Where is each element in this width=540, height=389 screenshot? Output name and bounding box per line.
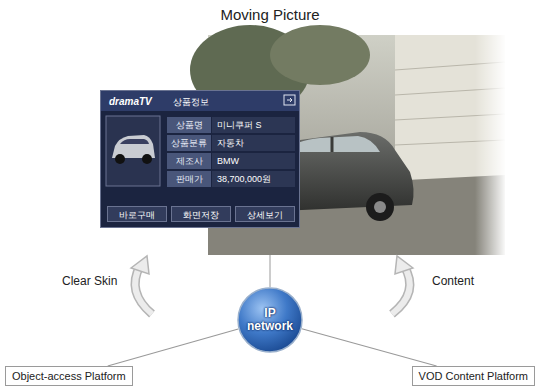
thumbnail-frame bbox=[106, 116, 160, 186]
clear-skin-arrow bbox=[131, 256, 152, 314]
video-frame bbox=[190, 25, 505, 255]
flow-label: Clear Skin bbox=[62, 274, 117, 288]
network-circle: IP network bbox=[237, 287, 303, 353]
info-panel: dramaTV 상품정보상품명미니쿠퍼 S상품분류자동차제조사BMW판매가38,7… bbox=[100, 90, 300, 228]
network-sphere bbox=[238, 288, 302, 352]
diagram-title: Moving Picture bbox=[0, 6, 540, 23]
field-name: 상품분류 bbox=[167, 135, 211, 151]
thumbnail-car bbox=[112, 135, 155, 158]
content-arrow bbox=[392, 256, 413, 314]
car-thumbnail bbox=[106, 116, 160, 186]
platform-box: VOD Content Platform bbox=[412, 366, 535, 386]
field-value: BMW bbox=[212, 153, 295, 169]
field-value: 38,700,000원 bbox=[212, 171, 295, 187]
close-icon bbox=[284, 95, 295, 105]
car-pillar bbox=[331, 137, 334, 152]
field-name: 상품명 bbox=[167, 117, 211, 133]
node-label: Object-access Platform bbox=[12, 369, 126, 383]
arrow-head bbox=[131, 256, 149, 274]
action-button: 화면저장 bbox=[171, 206, 231, 222]
field-value: 미니쿠퍼 S bbox=[212, 117, 295, 133]
illustration-part bbox=[284, 95, 295, 105]
channel-logo: dramaTV bbox=[109, 95, 169, 109]
field-value: 자동차 bbox=[212, 135, 295, 151]
thumbnail-window bbox=[120, 139, 149, 144]
action-button: 상세보기 bbox=[235, 206, 295, 222]
panel-heading: 상품정보 bbox=[173, 95, 253, 109]
car-hub bbox=[374, 201, 386, 213]
illustration-part bbox=[287, 98, 292, 102]
platform-box: Object-access Platform bbox=[5, 366, 133, 386]
photo-fade bbox=[475, 35, 505, 255]
field-name: 제조사 bbox=[167, 153, 211, 169]
field-name: 판매가 bbox=[167, 171, 211, 187]
network-link bbox=[108, 329, 239, 366]
node-label: IP network bbox=[243, 307, 297, 333]
network-link bbox=[302, 329, 437, 366]
arrow-head bbox=[395, 256, 413, 274]
thumbnail-wheel bbox=[142, 154, 152, 164]
flow-label: Content bbox=[432, 274, 474, 288]
action-button: 바로구매 bbox=[107, 206, 167, 222]
car-wheel bbox=[366, 193, 394, 221]
connector-line bbox=[270, 255, 271, 287]
thumbnail-wheel bbox=[115, 154, 125, 164]
foliage bbox=[270, 25, 370, 85]
node-label: VOD Content Platform bbox=[419, 369, 528, 383]
